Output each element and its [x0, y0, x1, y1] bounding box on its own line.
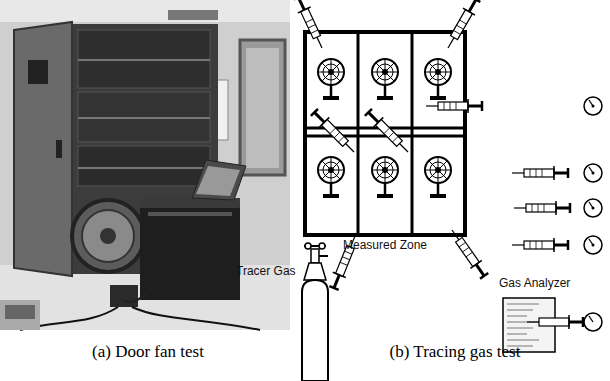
- node-label: Tracer Gas: [236, 264, 296, 278]
- panel-caption: (a) Door fan test: [8, 342, 288, 362]
- node-label: Gas Analyzer: [499, 276, 570, 290]
- gas-cylinder: Tracer Gas: [236, 240, 330, 381]
- cyl-outline: [236, 240, 330, 381]
- node-label: Measured Zone: [305, 238, 465, 252]
- zone-grid: Measured Zone: [305, 32, 465, 235]
- panel-caption: (b) Tracing gas test: [315, 342, 595, 362]
